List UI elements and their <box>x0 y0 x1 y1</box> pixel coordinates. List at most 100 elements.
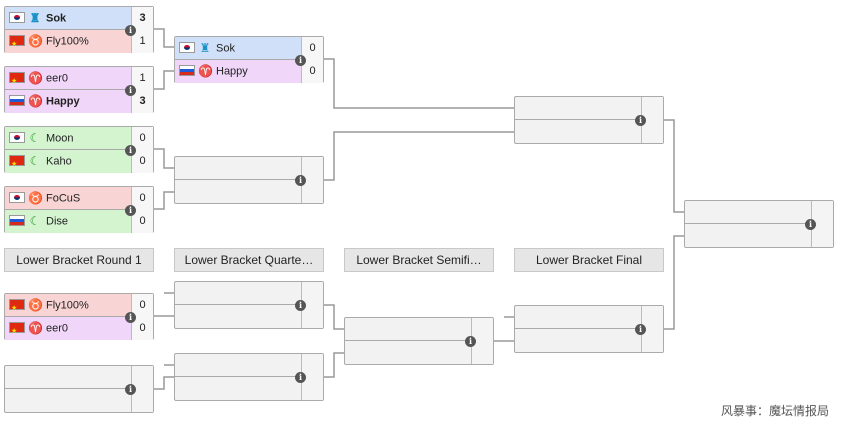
match-slot-top[interactable]: ☾Moon 0 <box>5 127 153 150</box>
player-name-container: ☾ Kaho <box>9 150 129 173</box>
match-lb-r1-1[interactable]: ♉Fly100% 0 ♈eer0 0 i <box>4 293 154 340</box>
match-slot-top[interactable]: ♈eer0 1 <box>5 67 153 90</box>
player-name: eer0 <box>46 322 69 335</box>
match-lb-semifinal[interactable]: i <box>344 317 494 365</box>
protoss-race-icon: ♜ <box>199 41 211 55</box>
match-info-icon[interactable]: i <box>125 85 136 96</box>
match-slot-bottom[interactable]: ☾ Dise 0 <box>5 210 153 233</box>
match-ub-r1-4[interactable]: ♉FoCuS 0 ☾ Dise 0 i <box>4 186 154 233</box>
match-grand-final[interactable]: i <box>684 200 834 248</box>
match-divider <box>345 340 493 341</box>
player-score: 1 <box>131 30 153 53</box>
player-name-container: ♈eer0 <box>9 317 129 340</box>
match-info-icon[interactable]: i <box>295 175 306 186</box>
elf-race-icon: ☾ <box>29 154 41 168</box>
match-info-icon[interactable]: i <box>635 324 646 335</box>
match-divider <box>515 119 663 120</box>
match-slot-bottom[interactable]: ♈Happy 0 <box>175 60 323 83</box>
orc-race-icon: ♉ <box>28 298 43 312</box>
flag-icon <box>179 42 195 53</box>
player-name: Sok <box>46 12 67 25</box>
orc-race-icon: ♉ <box>28 191 43 205</box>
match-ub-final[interactable]: i <box>514 96 664 144</box>
match-lb-r1-2[interactable]: i <box>4 365 154 413</box>
match-info-icon[interactable]: i <box>295 372 306 383</box>
match-info-icon[interactable]: i <box>125 25 136 36</box>
match-ub-r1-3[interactable]: ☾ Moon 0 ☾ Kaho 0 i <box>4 126 154 173</box>
player-score: 1 <box>131 67 153 90</box>
match-lb-qf-2[interactable]: i <box>174 353 324 401</box>
header-lower-quarterfinal: Lower Bracket Quarte… <box>174 248 324 272</box>
player-name-container: ♜ Sok <box>9 7 129 30</box>
match-ub-r1-1[interactable]: ♜ Sok 3 ♉Fly100% 1 i <box>4 6 154 53</box>
flag-icon <box>9 153 25 173</box>
match-info-icon[interactable]: i <box>125 384 136 395</box>
match-slot-top[interactable]: ♜Sok 0 <box>175 37 323 60</box>
match-ub-semi-2[interactable]: i <box>174 156 324 204</box>
header-lower-final: Lower Bracket Final <box>514 248 664 272</box>
match-slot-bottom[interactable]: ☾ Kaho 0 <box>5 150 153 173</box>
match-info-icon[interactable]: i <box>805 219 816 230</box>
player-score: 3 <box>131 7 153 30</box>
player-score: 0 <box>131 187 153 210</box>
player-name-container: ☾ Dise <box>9 210 129 233</box>
match-ub-r1-2[interactable]: ♈eer0 1 ♈Happy 3 i <box>4 66 154 113</box>
flag-icon <box>9 320 25 340</box>
match-info-icon[interactable]: i <box>295 300 306 311</box>
player-name-container: ♉FoCuS <box>9 187 129 210</box>
match-slot-top[interactable]: ♉Fly100% 0 <box>5 294 153 317</box>
match-slot-bottom[interactable]: ♈Happy 3 <box>5 90 153 113</box>
match-info-icon[interactable]: i <box>125 145 136 156</box>
player-name-container: ♜Sok <box>179 37 299 60</box>
flag-icon <box>9 33 25 53</box>
flag-icon <box>9 297 25 317</box>
zerg-race-icon: ♈ <box>28 94 43 108</box>
match-slot-top[interactable]: ♜ Sok 3 <box>5 7 153 30</box>
match-lb-qf-1[interactable]: i <box>174 281 324 329</box>
elf-race-icon: ☾ <box>29 131 41 145</box>
flag-icon <box>9 70 25 90</box>
match-divider <box>515 328 663 329</box>
match-slot-bottom[interactable]: ♈eer0 0 <box>5 317 153 340</box>
flag-icon <box>9 192 25 203</box>
player-score: 0 <box>131 210 153 233</box>
connector-line <box>664 119 684 213</box>
player-score: 0 <box>131 150 153 173</box>
connector-line <box>324 131 514 181</box>
player-name-container: ☾ Moon <box>9 127 129 150</box>
match-slot-bottom[interactable]: ♉Fly100% 1 <box>5 30 153 53</box>
zerg-race-icon: ♈ <box>28 321 43 335</box>
orc-race-icon: ♉ <box>28 34 43 48</box>
player-name-container: ♉Fly100% <box>9 294 129 317</box>
connector-line <box>154 191 174 210</box>
match-divider <box>685 223 833 224</box>
connector-line <box>324 304 344 330</box>
match-info-icon[interactable]: i <box>125 312 136 323</box>
player-name: Dise <box>46 215 69 228</box>
player-score: 0 <box>301 60 323 83</box>
flag-icon <box>9 12 25 23</box>
player-name: Fly100% <box>46 299 89 312</box>
player-score: 0 <box>301 37 323 60</box>
player-name-container: ♈Happy <box>9 90 129 113</box>
match-lb-final[interactable]: i <box>514 305 664 353</box>
player-score: 3 <box>131 90 153 113</box>
player-name: FoCuS <box>46 192 81 205</box>
player-name: Moon <box>46 132 74 145</box>
match-info-icon[interactable]: i <box>295 55 306 66</box>
match-slot-top[interactable]: ♉FoCuS 0 <box>5 187 153 210</box>
header-lower-semifinal: Lower Bracket Semifi… <box>344 248 494 272</box>
connector-line <box>154 28 174 48</box>
player-name: Kaho <box>46 155 72 168</box>
match-info-icon[interactable]: i <box>635 115 646 126</box>
zerg-race-icon: ♈ <box>198 64 213 78</box>
match-info-icon[interactable]: i <box>465 336 476 347</box>
match-ub-semi-1[interactable]: ♜Sok 0 ♈Happy 0 i <box>174 36 324 83</box>
match-info-icon[interactable]: i <box>125 205 136 216</box>
zerg-race-icon: ♈ <box>28 71 43 85</box>
protoss-race-icon: ♜ <box>29 11 41 25</box>
elf-race-icon: ☾ <box>29 214 41 228</box>
player-name: Happy <box>46 95 80 108</box>
